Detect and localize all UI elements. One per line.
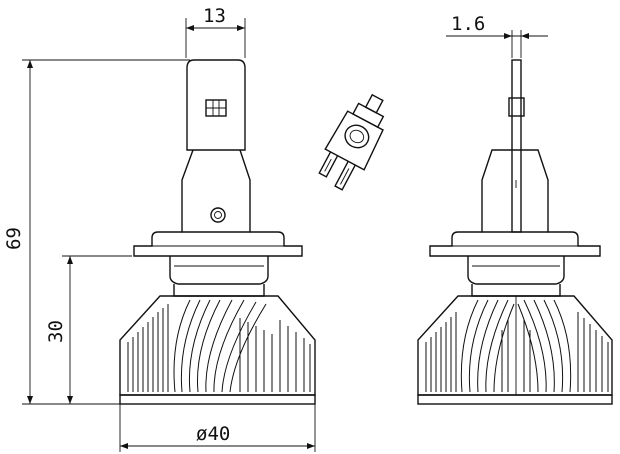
bulb-front-view [119,59,316,405]
dim-label-13: 13 [203,5,226,27]
heatsink-fins-side [425,299,609,393]
dimension-thickness: 1.6 [446,13,548,58]
bulb-side-view [417,59,613,405]
dim-label-1-6: 1.6 [451,13,485,35]
dimension-width-top: 13 [185,5,246,58]
dim-label-30: 30 [45,320,67,343]
dimension-base-height: 30 [45,255,132,404]
dimension-diameter: ø40 [119,404,316,452]
dim-label-69: 69 [3,227,25,250]
dimension-total-height: 69 [3,59,190,405]
heatsink-fins-front [127,299,311,393]
connector-detail [318,93,385,191]
dim-label-40: ø40 [196,423,230,445]
